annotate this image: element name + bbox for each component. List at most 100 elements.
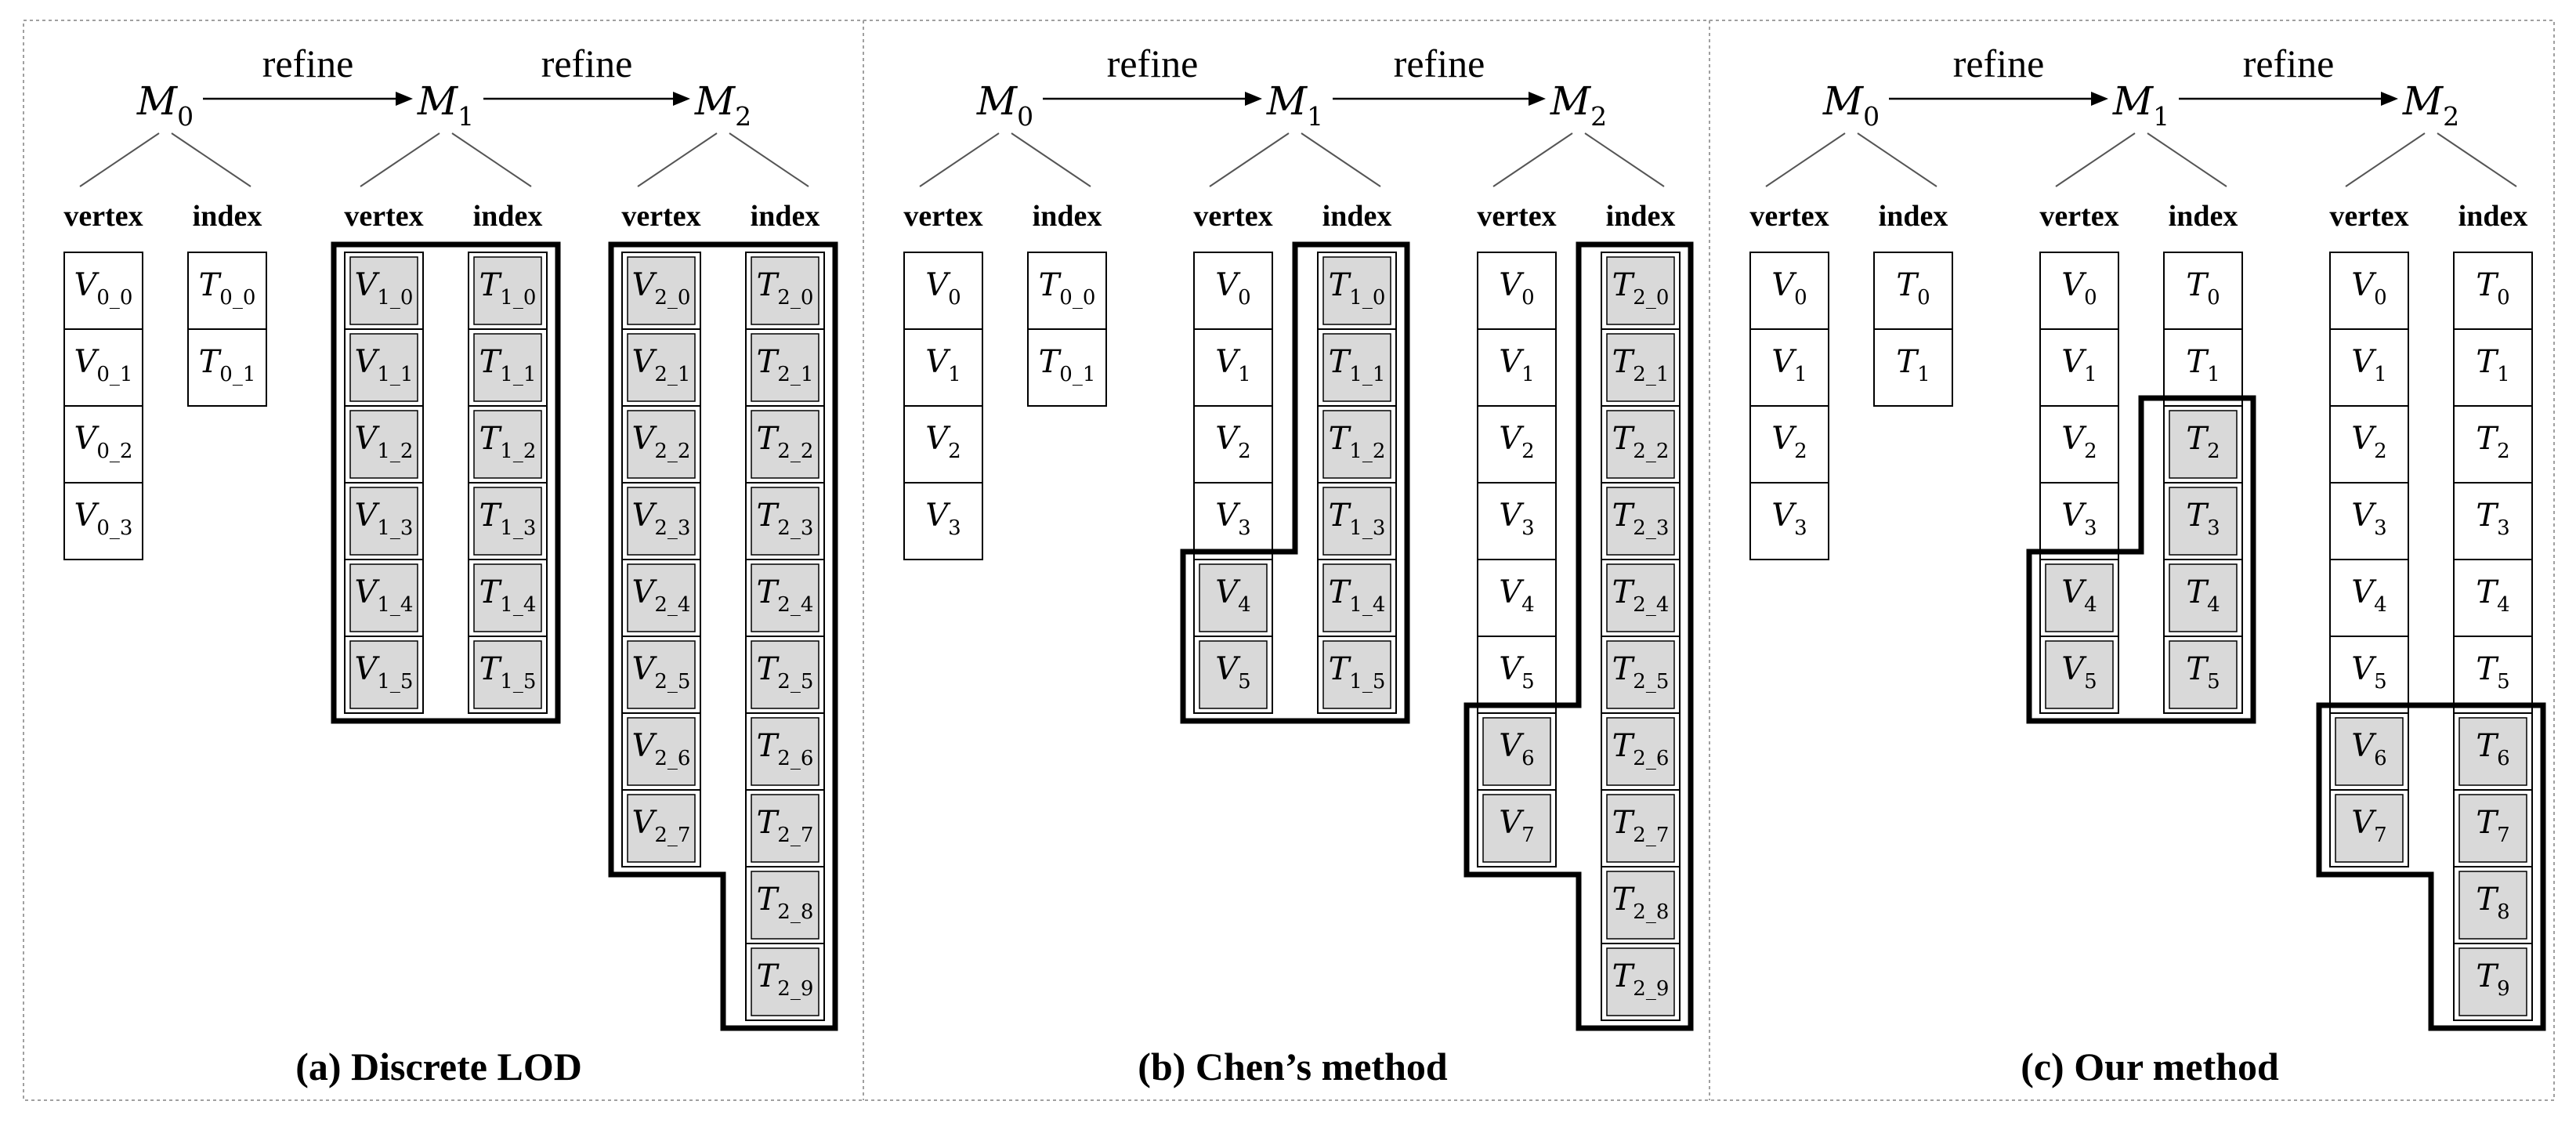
tree-branch	[1492, 132, 1573, 187]
new-data-outline	[2026, 395, 2256, 724]
vertex-label: V0_1	[74, 344, 133, 386]
index-label: T2_6	[1612, 728, 1670, 770]
tree-branch	[1209, 132, 1290, 187]
index-label: T0	[2186, 267, 2220, 310]
index-cell-fill	[1606, 794, 1675, 863]
index-label: T2_0	[757, 267, 814, 310]
index-label: T0_1	[199, 344, 256, 386]
index-label: T0_0	[1039, 267, 1096, 310]
tree-branch	[2055, 132, 2136, 187]
model-title-M1: M1	[417, 78, 474, 132]
index-cell-fill	[1322, 256, 1391, 325]
vertex-header: vertex	[903, 200, 982, 233]
panel-caption: (b) Chen’s method	[1138, 1045, 1448, 1088]
vertex-label: V2	[1771, 421, 1807, 463]
index-label: T1_3	[479, 498, 537, 540]
arrow-head	[1245, 92, 1262, 106]
index-header: index	[2169, 200, 2238, 233]
vertex-label: V4	[2351, 574, 2386, 617]
vertex-cell-fill	[349, 333, 418, 402]
index-cell-fill	[473, 640, 542, 709]
model-title-M2: M2	[1550, 78, 1607, 132]
vertex-cell-fill	[1482, 794, 1551, 863]
vertex-label: V4	[1215, 574, 1250, 617]
new-data-outline	[2316, 702, 2546, 1031]
tree-branch	[1584, 132, 1665, 187]
vertex-cell-fill	[627, 563, 696, 632]
index-cell-fill	[1322, 640, 1391, 709]
vertex-cell-fill	[2045, 563, 2114, 632]
index-label: T1_4	[479, 574, 537, 617]
index-header: index	[1322, 200, 1392, 233]
vertex-cell-fill	[1482, 717, 1551, 786]
index-label: T8	[2476, 882, 2509, 924]
vertex-header: vertex	[1749, 200, 1829, 233]
vertex-label: V1	[2351, 344, 2386, 386]
vertex-header: vertex	[344, 200, 423, 233]
index-label: T2_4	[757, 574, 814, 617]
vertex-label: V2_2	[632, 421, 691, 463]
index-cell-fill	[2458, 717, 2527, 786]
model-title-M1: M1	[1266, 78, 1323, 132]
index-cell-fill	[473, 256, 542, 325]
index-label: T0_1	[1039, 344, 1096, 386]
tree-branch	[1765, 132, 1846, 187]
index-label: T4	[2476, 574, 2509, 617]
index-cell-fill	[751, 410, 819, 479]
vertex-cell	[63, 328, 143, 407]
vertex-label: V3	[1771, 498, 1807, 540]
vertex-label: V5	[1499, 651, 1534, 694]
index-cell-fill	[2458, 794, 2527, 863]
index-cell-fill	[2169, 410, 2238, 479]
index-label: T6	[2476, 728, 2509, 770]
index-cell-fill	[1606, 487, 1675, 556]
index-header: index	[473, 200, 543, 233]
vertex-cell	[903, 252, 983, 330]
index-label: T1_0	[479, 267, 537, 310]
vertex-cell	[1749, 482, 1829, 560]
index-label: T1_1	[1329, 344, 1386, 386]
tree-branch	[2345, 132, 2426, 187]
index-cell-fill	[1606, 563, 1675, 632]
tree-branch	[360, 132, 440, 187]
index-cell	[2453, 252, 2533, 330]
vertex-label: V2_4	[632, 574, 691, 617]
index-label: T1_1	[479, 344, 537, 386]
vertex-header: vertex	[2039, 200, 2118, 233]
vertex-cell	[1193, 252, 1273, 330]
vertex-label: V5	[2061, 651, 2097, 694]
index-cell	[2453, 405, 2533, 484]
vertex-cell	[1749, 252, 1829, 330]
index-cell-fill	[751, 794, 819, 863]
vertex-label: V5	[1215, 651, 1250, 694]
vertex-cell-fill	[627, 410, 696, 479]
vertex-header: vertex	[1193, 200, 1272, 233]
vertex-cell-fill	[2335, 794, 2404, 863]
index-label: T1_3	[1329, 498, 1386, 540]
vertex-cell	[1477, 636, 1557, 714]
vertex-label: V2_7	[632, 805, 691, 847]
index-label: T1_0	[1329, 267, 1386, 310]
index-cell-fill	[2169, 640, 2238, 709]
index-cell-fill	[1606, 333, 1675, 402]
vertex-label: V2	[925, 421, 961, 463]
vertex-label: V3	[2351, 498, 2386, 540]
index-cell	[187, 328, 267, 407]
vertex-cell-fill	[349, 410, 418, 479]
vertex-cell-fill	[627, 717, 696, 786]
index-label: T2_8	[1612, 882, 1670, 924]
refine-label: refine	[2243, 42, 2335, 85]
vertex-label: V1_0	[355, 267, 414, 310]
index-label: T2_7	[757, 805, 814, 847]
vertex-cell-fill	[1199, 640, 1268, 709]
vertex-cell	[2329, 559, 2409, 637]
index-label: T2_1	[1612, 344, 1670, 386]
vertex-cell	[2329, 252, 2409, 330]
index-label: T9	[2476, 958, 2509, 1001]
vertex-cell	[1477, 328, 1557, 407]
index-label: T1	[2476, 344, 2509, 386]
index-header: index	[2458, 200, 2528, 233]
vertex-cell	[2329, 328, 2409, 407]
refine-label: refine	[262, 42, 354, 85]
